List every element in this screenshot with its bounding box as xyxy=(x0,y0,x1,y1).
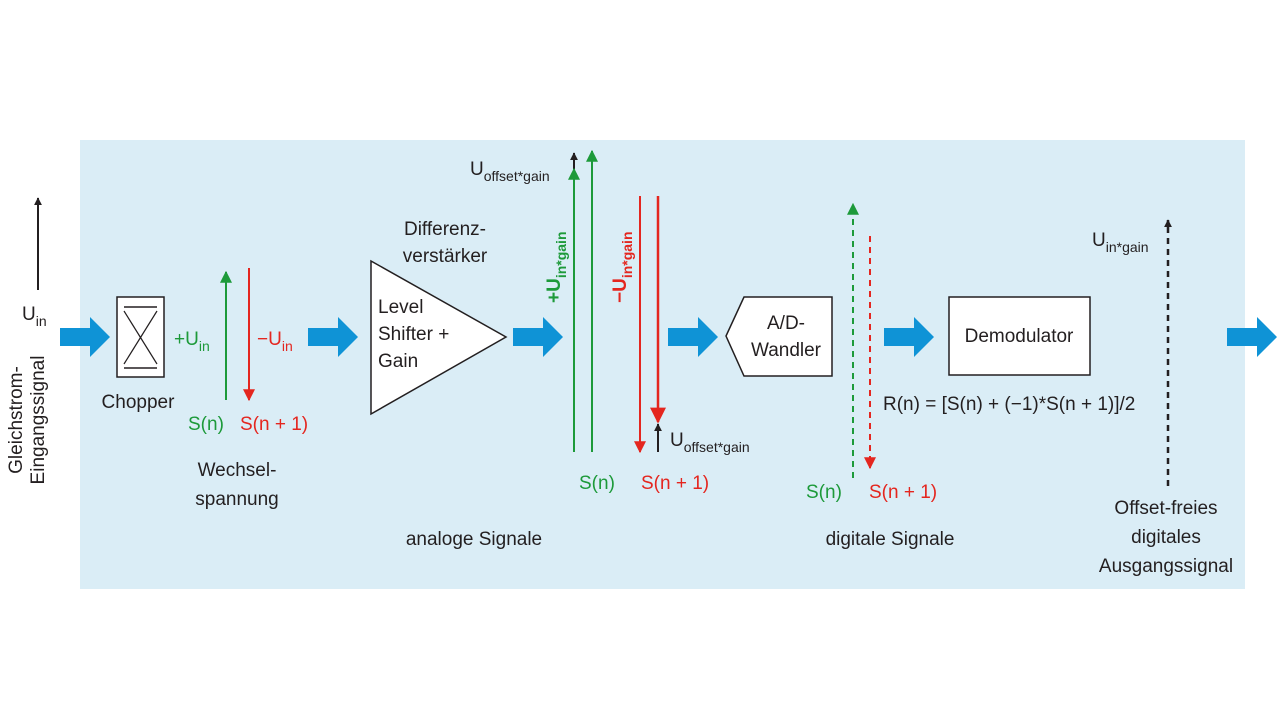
analog-plus-label: +Uin*gain xyxy=(544,232,569,304)
analog-sn1-label: S(n + 1) xyxy=(641,473,709,494)
offset-bottom-label: Uoffset*gain xyxy=(670,430,750,455)
digital-signals-caption: digitale Signale xyxy=(826,529,955,550)
flow-arrow-4 xyxy=(668,317,718,357)
plus-uin-label: +Uin xyxy=(174,329,210,354)
digital-sn1-label: S(n + 1) xyxy=(869,482,937,503)
wechselspannung-caption: Wechsel-spannung xyxy=(195,460,278,510)
input-voltage-label: Uin xyxy=(22,304,47,329)
chopper-label: Chopper xyxy=(102,392,176,413)
adc-block xyxy=(725,296,833,377)
demodulator-label: Demodulator xyxy=(965,326,1074,347)
analog-minus-label: −Uin*gain xyxy=(610,232,635,304)
amplifier-triangle xyxy=(370,259,508,416)
analog-signals-caption: analoge Signale xyxy=(406,529,542,550)
flow-arrow-3 xyxy=(513,317,563,357)
output-uin-gain-label: Uin*gain xyxy=(1092,230,1149,255)
demodulator-block xyxy=(948,296,1091,376)
flow-arrow-5 xyxy=(884,317,934,357)
input-side-label: Gleichstrom-Eingangssignal xyxy=(6,356,49,485)
flow-arrow-6 xyxy=(1227,317,1277,357)
chopper-sn1-label: S(n + 1) xyxy=(240,414,308,435)
demodulator-formula: R(n) = [S(n) + (−1)*S(n + 1)]/2 xyxy=(883,394,1135,415)
analog-sn-label: S(n) xyxy=(579,473,615,494)
chopper-block xyxy=(116,296,165,378)
chopper-sn-label: S(n) xyxy=(188,414,224,435)
flow-arrow-2 xyxy=(308,317,358,357)
flow-arrow-1 xyxy=(60,317,110,357)
digital-sn-label: S(n) xyxy=(806,482,842,503)
adc-label: A/D-Wandler xyxy=(751,313,822,361)
amplifier-title: Differenz-verstärker xyxy=(403,219,488,267)
offset-top-label: Uoffset*gain xyxy=(470,159,550,184)
minus-uin-label: −Uin xyxy=(257,329,293,354)
